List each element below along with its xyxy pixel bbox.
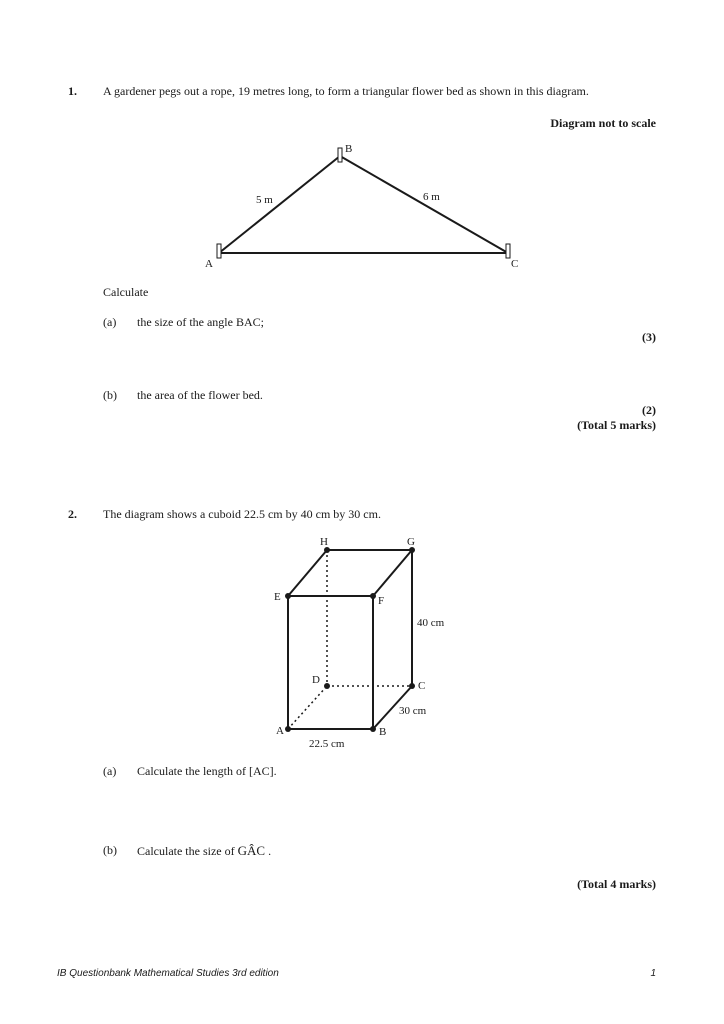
vertex-d-label: D bbox=[312, 674, 320, 686]
height-label: 40 cm bbox=[417, 617, 445, 629]
q2-total: (Total 4 marks) bbox=[577, 877, 656, 891]
q1a-text: the size of the angle BAC; bbox=[137, 315, 264, 329]
point-d bbox=[324, 683, 330, 689]
point-c bbox=[409, 683, 415, 689]
q1-instruction: Calculate bbox=[103, 285, 149, 299]
footer-source: IB Questionbank Mathematical Studies 3rd… bbox=[57, 968, 279, 979]
peg-b bbox=[337, 147, 343, 163]
side-bc bbox=[339, 155, 509, 254]
vertex-b-label: B bbox=[379, 726, 386, 738]
vertex-e-label: E bbox=[274, 591, 281, 603]
q2b-text-main: Calculate the size of bbox=[137, 844, 235, 858]
q1-number: 1. bbox=[68, 84, 77, 98]
side-bc-label: 6 m bbox=[423, 191, 440, 203]
point-f bbox=[370, 593, 376, 599]
q1-text: A gardener pegs out a rope, 19 metres lo… bbox=[103, 84, 589, 98]
vertex-g-label: G bbox=[407, 536, 415, 548]
q1a-marks: (3) bbox=[642, 330, 656, 344]
q2b-label: (b) bbox=[103, 843, 117, 857]
q1b-label: (b) bbox=[103, 388, 117, 402]
vertex-a-label: A bbox=[276, 725, 284, 737]
q1a-label: (a) bbox=[103, 315, 117, 329]
vertex-a-label: A bbox=[205, 258, 213, 270]
point-a bbox=[285, 726, 291, 732]
peg-c bbox=[505, 243, 511, 259]
q2-text: The diagram shows a cuboid 22.5 cm by 40… bbox=[103, 507, 381, 521]
q2b-text: Calculate the size of GÂC . bbox=[137, 843, 271, 859]
q1-diagram-note: Diagram not to scale bbox=[550, 116, 656, 130]
q2b-after: . bbox=[268, 844, 272, 858]
point-b bbox=[370, 726, 376, 732]
q2a-text: Calculate the length of [AC]. bbox=[137, 764, 277, 778]
point-g bbox=[409, 547, 415, 553]
footer-page-number: 1 bbox=[650, 968, 656, 979]
vertex-h-label: H bbox=[320, 536, 328, 548]
q2b-angle: GÂC bbox=[237, 843, 266, 858]
point-h bbox=[324, 547, 330, 553]
vertex-c-label: C bbox=[418, 680, 425, 692]
point-e bbox=[285, 593, 291, 599]
peg-a bbox=[216, 243, 222, 259]
q1-total: (Total 5 marks) bbox=[577, 418, 656, 432]
width-label: 22.5 cm bbox=[309, 738, 345, 750]
q1b-marks: (2) bbox=[642, 403, 656, 417]
q2-number: 2. bbox=[68, 507, 77, 521]
vertex-c-label: C bbox=[511, 258, 518, 270]
vertex-f-label: F bbox=[378, 595, 384, 607]
vertex-b-label: B bbox=[345, 143, 352, 155]
q1b-text: the area of the flower bed. bbox=[137, 388, 263, 402]
side-ab-label: 5 m bbox=[256, 194, 273, 206]
depth-label: 30 cm bbox=[399, 705, 427, 717]
q2a-label: (a) bbox=[103, 764, 117, 778]
side-ab bbox=[218, 155, 341, 254]
